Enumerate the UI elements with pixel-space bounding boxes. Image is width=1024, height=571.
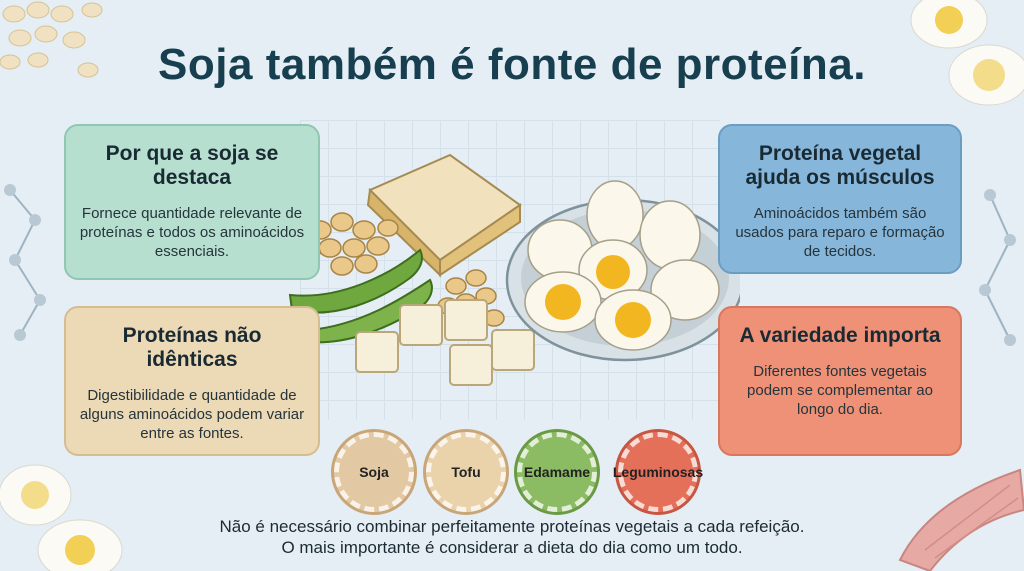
tempeh-icon [366,153,522,278]
badge-edamame: Edamame [517,432,597,512]
boiled-eggs-bowl-icon [505,180,740,362]
card-text: Aminoácidos também são usados para repar… [735,205,945,260]
footer-line-1: Não é necessário combinar perfeitamente … [219,517,805,536]
molecule-icon [4,184,46,341]
card-text: Fornece quantidade relevante de proteína… [79,205,305,260]
card-why-soy: Por que a soja se destaca Fornece quanti… [64,124,320,280]
card-proteins-not-identical: Proteínas não idênticas Digestibilidade … [64,306,320,456]
egg-corner-icon [910,0,1024,106]
card-heading: Proteína vegetal ajuda os músculos [745,142,935,189]
card-text: Diferentes fontes vegetais podem se comp… [747,363,933,418]
badge-soja: Soja [334,432,414,512]
card-variety-matters: A variedade importa Diferentes fontes ve… [718,306,962,456]
card-heading: A variedade importa [739,324,941,347]
footer-note: Não é necessário combinar perfeitamente … [0,516,1024,558]
badge-leguminosas: Leguminosas [613,432,703,512]
muscle-icon [898,468,1024,571]
page-title: Soja também é fonte de proteína. [158,40,866,89]
soybeans-corner-icon [0,1,103,78]
card-heading: Proteínas não idênticas [122,324,262,371]
badge-tofu: Tofu [426,432,506,512]
footer-line-2: O mais importante é considerar a dieta d… [281,538,743,557]
egg-corner-icon [0,464,123,571]
food-illustration [288,153,740,386]
card-plant-protein-muscles: Proteína vegetal ajuda os músculos Amino… [718,124,962,274]
card-text: Digestibilidade e quantidade de alguns a… [79,387,305,442]
tofu-cubes-icon [355,299,535,386]
card-heading: Por que a soja se destaca [105,142,279,189]
molecule-icon [979,189,1016,346]
edamame-icon [288,248,433,344]
